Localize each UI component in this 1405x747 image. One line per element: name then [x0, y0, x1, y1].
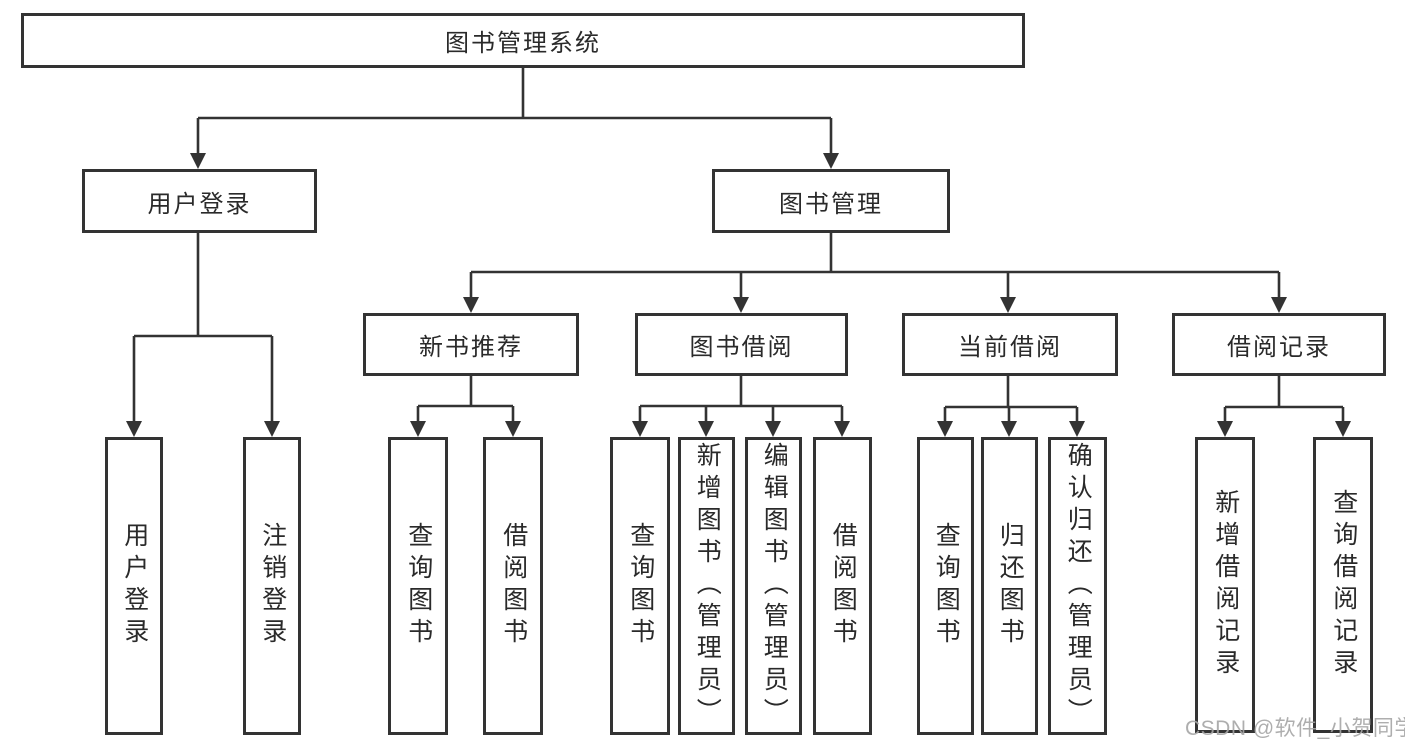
leaf-return-books: 归还图书 — [981, 437, 1038, 735]
leaf-query-borrow-record: 查询借阅记录 — [1313, 437, 1373, 733]
leaf-label: 借阅图书 — [829, 522, 858, 650]
node-new-book-recommend: 新书推荐 — [363, 313, 579, 376]
leaf-query-books-borrow: 查询图书 — [610, 437, 670, 735]
csdn-watermark: CSDN @软件_小贺同学 — [1185, 717, 1405, 740]
node-label: 用户登录 — [147, 190, 252, 218]
leaf-label: 新增借阅记录 — [1211, 489, 1240, 681]
node-borrow-records: 借阅记录 — [1172, 313, 1386, 376]
leaf-query-books-recommend: 查询图书 — [388, 437, 448, 735]
node-current-borrow: 当前借阅 — [902, 313, 1118, 376]
node-user-login: 用户登录 — [82, 169, 317, 233]
leaf-borrow-books-recommend: 借阅图书 — [483, 437, 543, 735]
leaf-label: 查询图书 — [932, 522, 961, 650]
leaf-label: 编辑图书（管理员） — [760, 442, 789, 730]
leaf-user-login: 用户登录 — [105, 437, 163, 735]
node-label: 图书借阅 — [689, 334, 794, 361]
node-book-borrow: 图书借阅 — [635, 313, 848, 376]
leaf-logout: 注销登录 — [243, 437, 301, 735]
leaf-label: 查询图书 — [626, 522, 655, 650]
leaf-edit-books-admin: 编辑图书（管理员） — [745, 437, 802, 735]
leaf-label: 确认归还（管理员） — [1064, 442, 1093, 730]
leaf-confirm-return-admin: 确认归还（管理员） — [1048, 437, 1107, 735]
leaf-borrow-books: 借阅图书 — [813, 437, 872, 735]
leaf-query-books-current: 查询图书 — [917, 437, 974, 735]
leaf-label: 归还图书 — [996, 522, 1025, 650]
leaf-add-borrow-record: 新增借阅记录 — [1195, 437, 1255, 733]
leaf-add-books-admin: 新增图书（管理员） — [678, 437, 735, 735]
node-label: 新书推荐 — [419, 334, 523, 361]
node-label: 当前借阅 — [958, 334, 1062, 361]
node-label: 图书管理 — [779, 190, 883, 218]
node-book-management: 图书管理 — [712, 169, 950, 233]
leaf-label: 查询借阅记录 — [1329, 489, 1358, 681]
node-root: 图书管理系统 — [21, 13, 1025, 68]
leaf-label: 新增图书（管理员） — [693, 442, 722, 730]
leaf-label: 借阅图书 — [499, 522, 528, 650]
node-label: 图书管理系统 — [445, 30, 601, 57]
leaf-label: 注销登录 — [258, 522, 287, 650]
leaf-label: 查询图书 — [404, 522, 433, 650]
node-label: 借阅记录 — [1227, 334, 1331, 361]
leaf-label: 用户登录 — [120, 522, 149, 650]
